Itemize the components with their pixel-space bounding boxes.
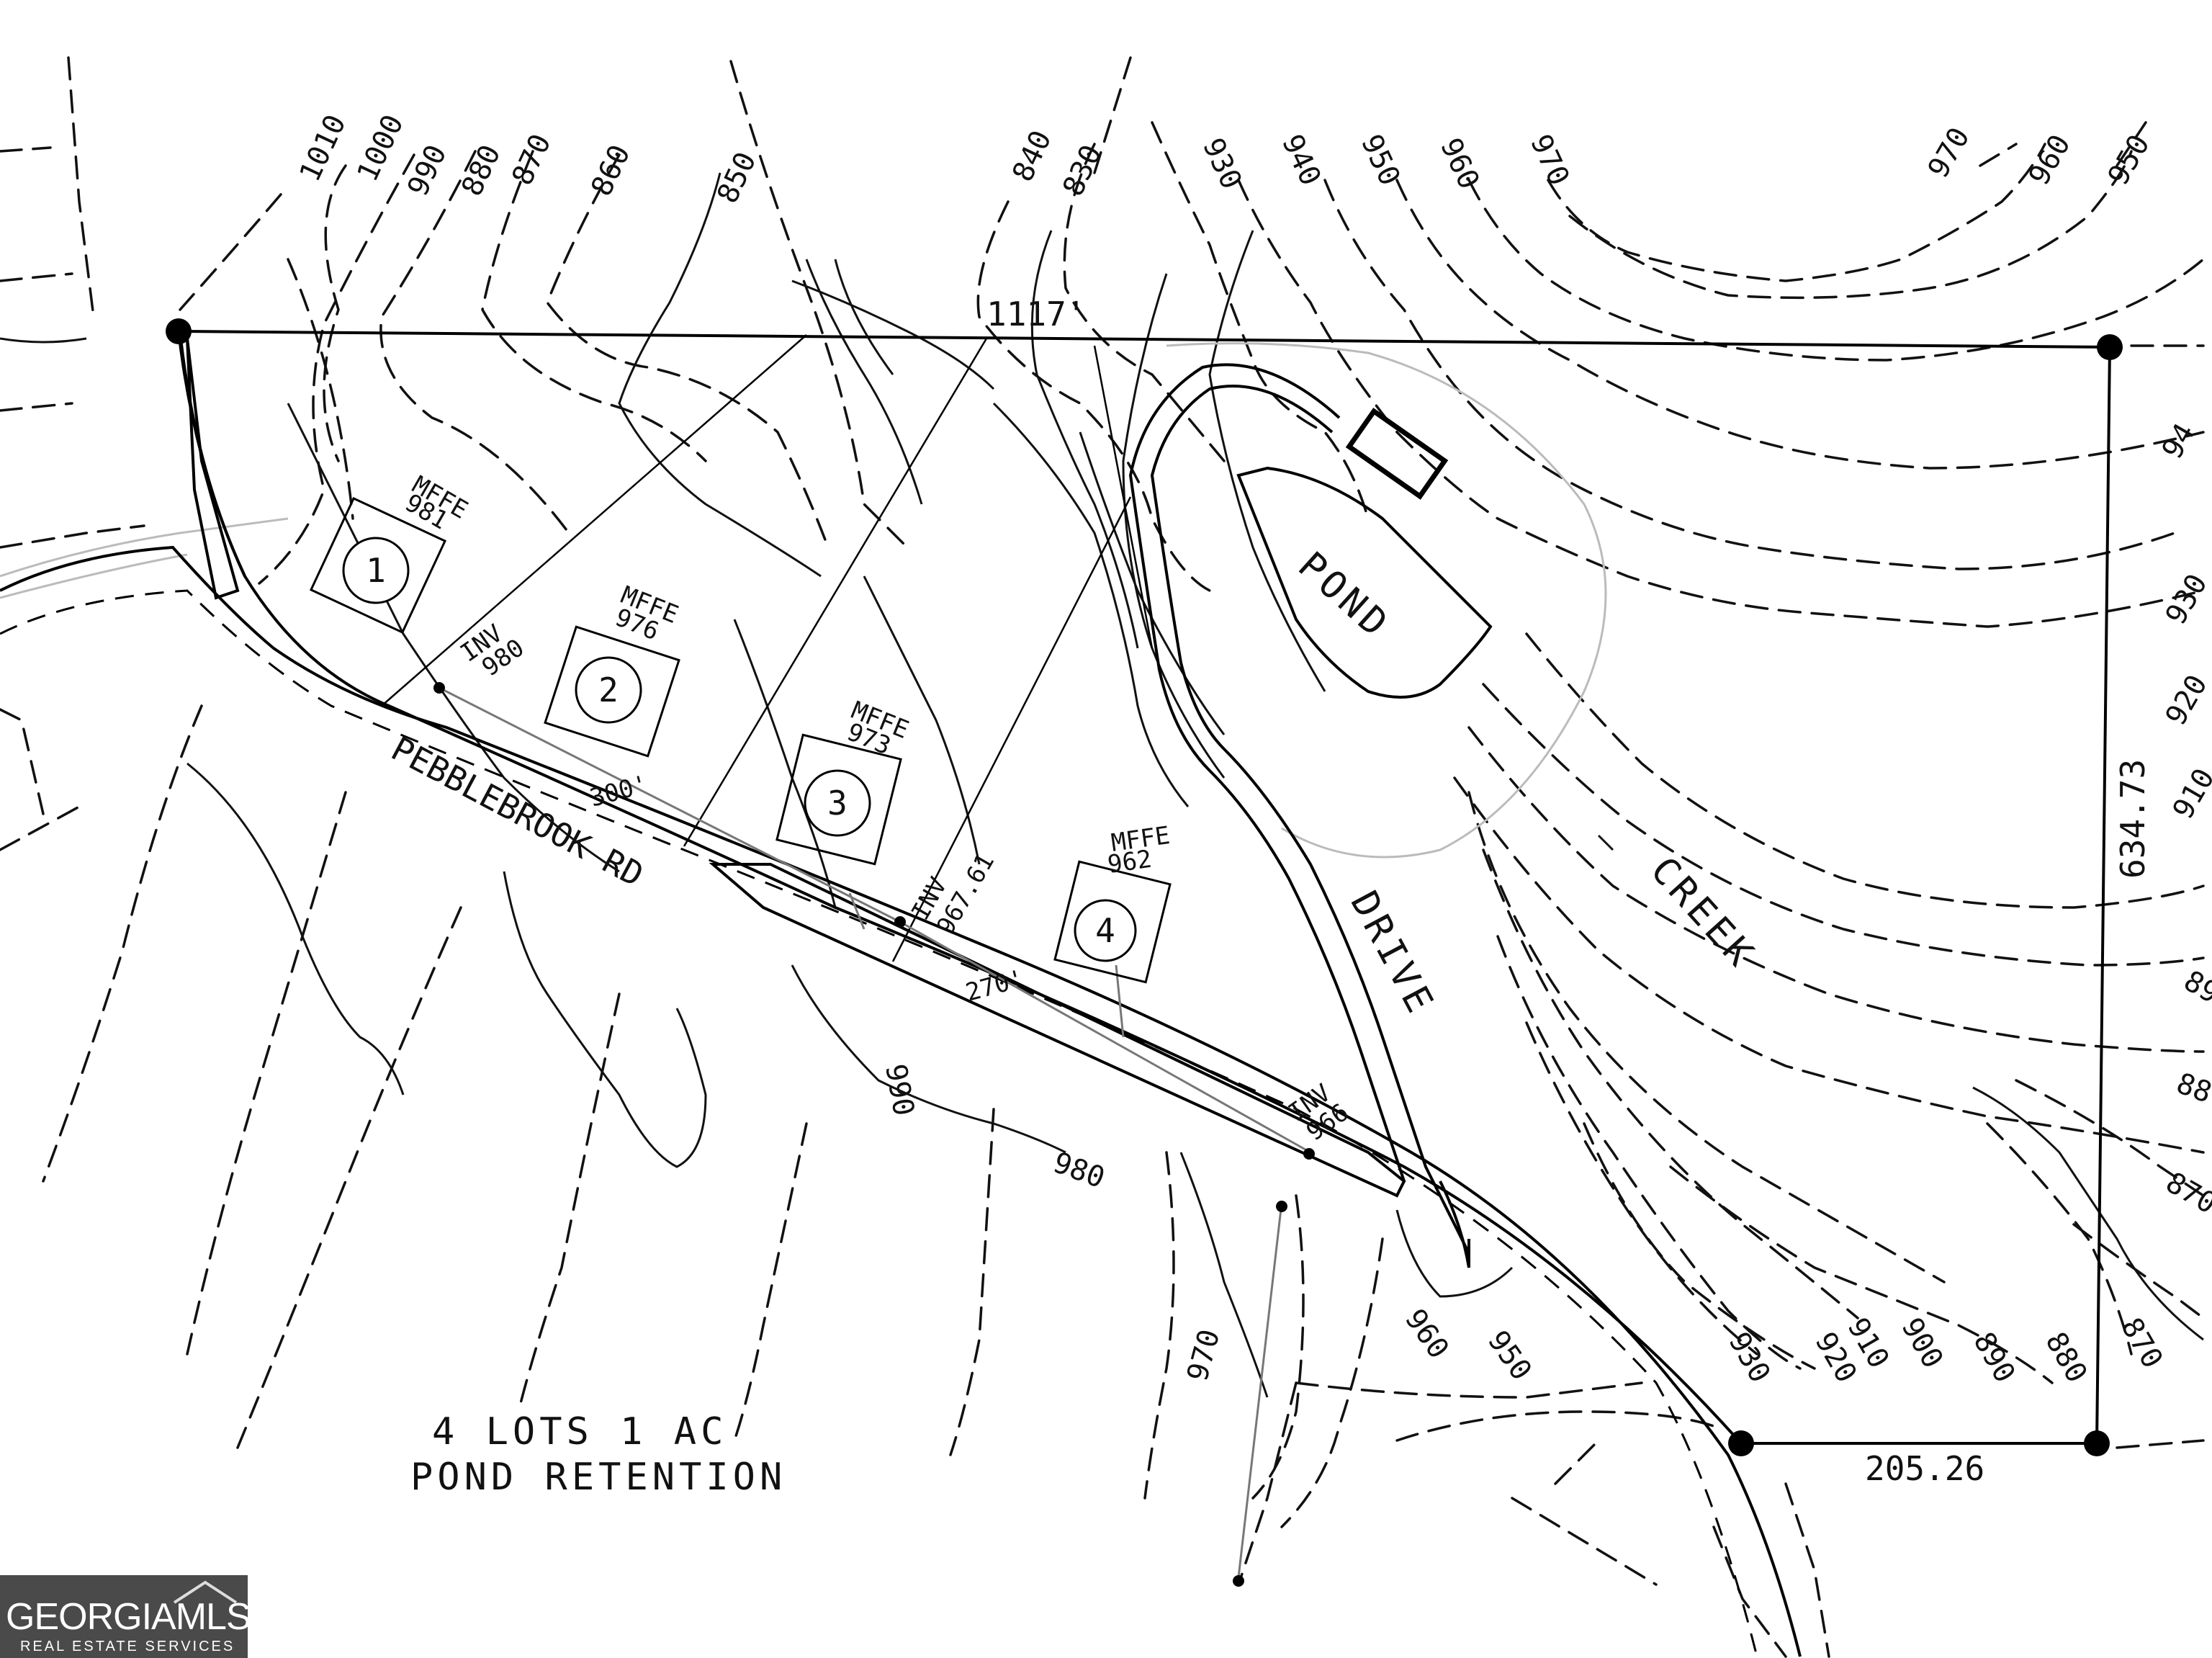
contour-label: 880	[455, 140, 507, 201]
contour-label: 960	[1434, 133, 1485, 194]
pebblebrook-road	[0, 331, 1802, 1657]
contour-label: 990	[878, 1062, 920, 1119]
road-name: PEBBLEBROOK RD	[385, 729, 650, 895]
drive-label: DRIVE	[1342, 884, 1444, 1023]
contour-label: 890	[1966, 1327, 2021, 1389]
contour-label: 960	[1398, 1303, 1455, 1365]
contour-label: 970	[1181, 1326, 1226, 1385]
contour-lines	[0, 56, 2205, 1658]
contour-label: 860	[585, 140, 637, 201]
corner-markers	[166, 318, 2123, 1456]
contour-label: 850	[711, 147, 763, 208]
dim-top: 1117'	[986, 295, 1086, 333]
drainage-pipes	[433, 682, 1315, 1587]
contour-label: 830	[1056, 140, 1108, 201]
contour-label: 970	[1922, 122, 1977, 184]
contour-label: 970	[1524, 130, 1575, 191]
terrain-lines	[0, 172, 2204, 1398]
contour-label: 940	[1275, 130, 1327, 191]
roof-icon	[173, 1580, 238, 1604]
contour-labels-bottom: 990 980 970 960 950 930 920 910 900 890 …	[878, 1062, 2169, 1389]
mls-name: GEORGIAMLS	[6, 1596, 251, 1638]
contour-label: 88	[2172, 1067, 2212, 1110]
dim-right: 634.73	[2113, 759, 2152, 879]
lot-3-number: 3	[827, 784, 848, 823]
contour-label: 920	[2159, 669, 2212, 731]
note-retention: POND RETENTION	[410, 1456, 786, 1499]
lot-2: 2 MFFE 976	[544, 581, 683, 758]
contour-label: 930	[2159, 568, 2212, 630]
driveway	[1128, 363, 1470, 1268]
plan-notes: 4 LOTS 1 AC POND RETENTION	[410, 1410, 786, 1499]
pond	[1236, 408, 1493, 699]
dim-pipe-lower: 270'	[963, 964, 1027, 1008]
contour-labels-right: 94 930 920 910 89 88 870	[2156, 418, 2212, 1221]
contour-label: 950	[2102, 129, 2157, 191]
contour-label: 990	[401, 140, 453, 201]
lot-2-number: 2	[598, 671, 619, 709]
contour-label: 1000	[351, 109, 410, 187]
note-lots: 4 LOTS 1 AC	[432, 1410, 727, 1453]
contour-label: 910	[2167, 763, 2212, 825]
lot-4: 4 MFFE 962	[1053, 821, 1172, 984]
contour-label: 980	[1049, 1146, 1110, 1195]
contour-label: 900	[1894, 1312, 1949, 1374]
lot-pads: 1 MFFE 981 2 MFFE 976 3 MFFE 973 4 MFFE …	[309, 470, 1172, 984]
contour-label: 1010	[293, 109, 352, 187]
contour-label: 950	[1481, 1325, 1538, 1386]
dim-bottom: 205.26	[1865, 1449, 1984, 1488]
mls-subtitle: REAL ESTATE SERVICES	[20, 1639, 235, 1654]
faint-lines	[0, 342, 1607, 859]
contour-label: 94	[2156, 418, 2202, 465]
contour-labels-top: 1010 1000 990 880 870 860 850 840 830 93…	[293, 109, 2156, 208]
contour-label: 960	[2023, 129, 2077, 191]
contour-label: 870	[505, 129, 557, 190]
lot-lines	[381, 334, 1154, 962]
mls-watermark-logo: GEORGIAMLS REAL ESTATE SERVICES	[0, 1575, 251, 1658]
lot-4-mffe-value: 962	[1106, 845, 1154, 879]
contour-label: 840	[1006, 125, 1058, 187]
creek-label: CREEK	[1642, 849, 1763, 978]
lot-1-number: 1	[366, 551, 386, 590]
lot-4-number: 4	[1095, 911, 1115, 950]
contour-label: 930	[1722, 1327, 1776, 1389]
lot-1: 1 MFFE 981	[309, 470, 472, 635]
contour-label: 89	[2178, 964, 2212, 1011]
contour-label: 870	[2160, 1166, 2212, 1221]
lot-3: 3 MFFE 973	[775, 696, 913, 866]
property-boundary	[177, 330, 2112, 1445]
